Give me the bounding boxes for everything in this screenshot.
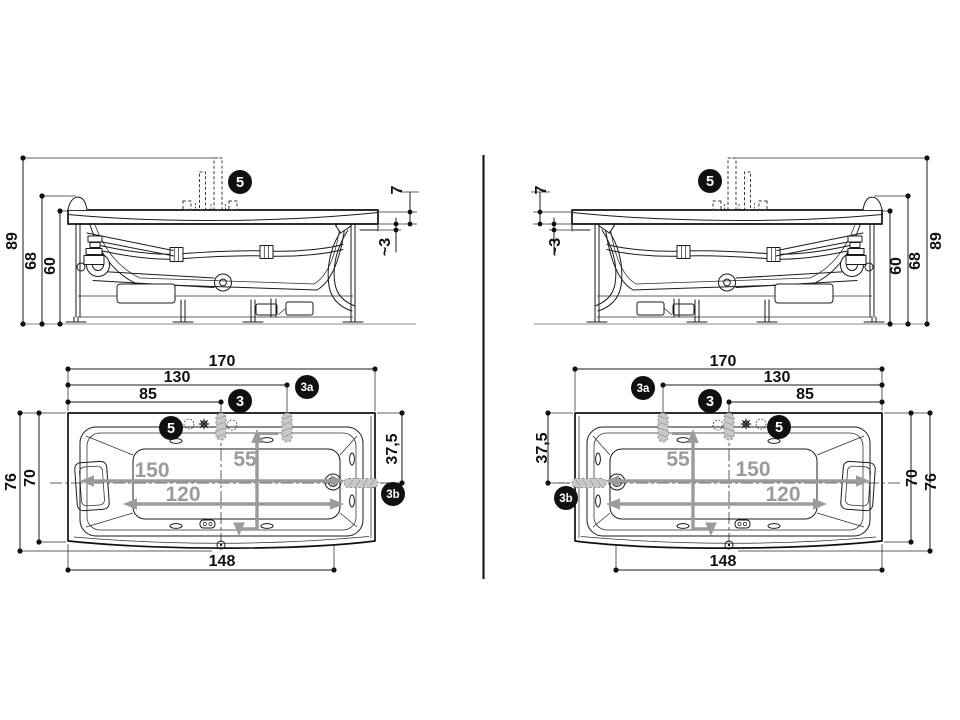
badge-label: 5 [706,174,714,190]
dim-clearance: ~3 [377,238,394,256]
dim-fitting-3-offset: 85 [139,386,157,403]
right-elevation-labels: 89 68 60 7 ~3 5 [533,169,945,275]
dim-clearance: ~3 [547,238,564,256]
right-hand-variant-panel: 89 68 60 7 ~3 5 170 130 85 148 76 70 37,… [530,154,945,575]
side-elevation-drawing [19,154,420,328]
right-plan-labels: 170 130 85 148 76 70 37,5 150 120 55 5 3… [534,353,940,570]
dim-overall-width: 76 [923,473,940,491]
dim-rim-height: 68 [907,252,924,270]
dim-centerline-offset: 37,5 [534,432,551,463]
marker-badge-5: 5 [767,415,791,439]
dim-fitting-3-offset: 85 [796,386,814,403]
dim-deck-width: 70 [22,469,39,487]
marker-badge-3b: 3b [381,482,405,506]
badge-label: 3a [301,382,314,394]
dim-overall-length: 170 [209,353,236,370]
marker-badge-5: 5 [228,170,252,194]
left-hand-variant-panel: 89 68 60 7 ~3 5 170 130 85 148 76 70 37,… [3,154,420,575]
dim-basin-length: 150 [735,458,770,481]
badge-label: 5 [167,421,175,437]
marker-badge-3a: 3a [295,375,319,399]
dim-drain-offset: 148 [209,553,236,570]
dim-rim-height: 68 [23,252,40,270]
dim-overall-length: 170 [710,353,737,370]
dim-floor-length: 120 [165,483,200,506]
marker-badge-3: 3 [228,389,252,413]
dim-overall-height: 89 [928,232,945,250]
badge-label: 3a [637,383,650,395]
left-plan-labels: 170 130 85 148 76 70 37,5 150 120 55 5 3… [3,353,405,570]
dim-deck-height: 60 [42,257,59,275]
marker-badge-5: 5 [159,416,183,440]
plan-view-drawing [15,364,407,575]
dim-fitting-3a-offset: 130 [764,369,791,386]
marker-badge-3b: 3b [554,486,578,510]
badge-label: 3b [559,493,572,505]
badge-label: 5 [775,420,783,436]
dim-deck-width: 70 [904,469,921,487]
dim-overall-height: 89 [4,232,21,250]
left-elevation-labels: 89 68 60 7 ~3 5 [4,170,406,275]
marker-badge-3a: 3a [631,376,655,400]
badge-label: 3 [236,394,244,410]
dim-basin-width: 55 [233,448,257,471]
dim-deck-thickness: 7 [533,185,550,194]
badge-label: 3b [386,489,399,501]
dim-deck-height: 60 [888,257,905,275]
dim-basin-width: 55 [666,448,690,471]
side-elevation-drawing-mirrored [530,154,931,328]
dim-centerline-offset: 37,5 [384,433,401,464]
dim-drain-offset: 148 [710,553,737,570]
dim-deck-thickness: 7 [389,185,406,194]
dim-floor-length: 120 [765,483,800,506]
dim-fitting-3a-offset: 130 [164,369,191,386]
dim-basin-length: 150 [134,459,169,482]
marker-badge-3: 3 [698,389,722,413]
badge-label: 3 [706,394,714,410]
marker-badge-5: 5 [698,169,722,193]
dim-overall-width: 76 [3,473,20,491]
badge-label: 5 [236,175,244,191]
